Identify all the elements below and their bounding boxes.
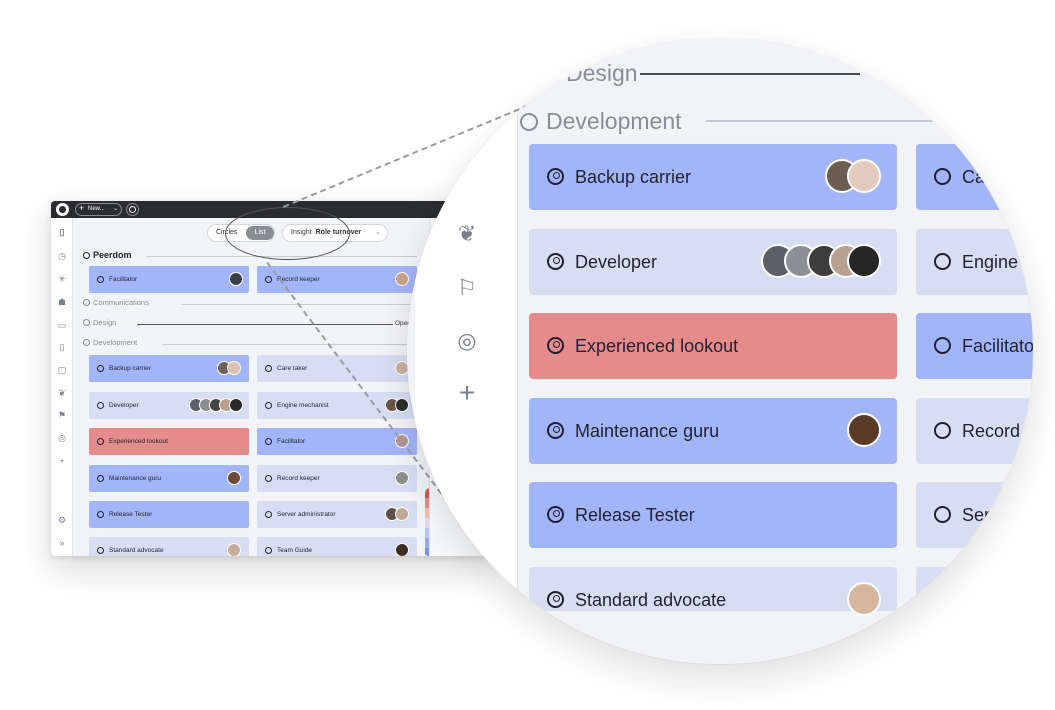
new-button-label: New... xyxy=(88,206,105,212)
app-logo-icon xyxy=(56,203,69,216)
role-card[interactable]: Record keeper xyxy=(257,266,417,293)
role-card[interactable]: Server administrator xyxy=(257,501,417,528)
plus-icon[interactable]: + xyxy=(59,456,65,466)
plus-icon: + xyxy=(79,203,85,213)
design-status[interactable]: Open xyxy=(395,320,411,327)
expand-icon[interactable]: » xyxy=(59,538,65,548)
magnified-section-development[interactable]: Development xyxy=(520,108,682,135)
chat-icon[interactable]: ▢ xyxy=(57,365,67,375)
new-button[interactable]: + New... ⌄ xyxy=(75,203,122,216)
magnifier: ❦ ⚐ ◎ + Design Development Backup carrie… xyxy=(407,38,1033,664)
magnified-role-card[interactable]: Release Tester xyxy=(529,482,897,548)
leaf-icon[interactable]: ❦ xyxy=(457,221,477,246)
role-card[interactable]: Release Tester xyxy=(89,501,249,528)
magnified-role-card[interactable]: Maintenance guru xyxy=(529,398,897,464)
flag-icon[interactable]: ⚐ xyxy=(457,275,477,300)
insight-highlight-ellipse xyxy=(225,207,350,260)
section-communications[interactable]: Communications xyxy=(83,298,149,307)
magnified-role-card[interactable]: Facilitator xyxy=(916,313,1033,379)
section-peerdom[interactable]: Peerdom xyxy=(83,250,132,260)
sparkle-icon[interactable]: ✳ xyxy=(58,274,66,284)
magnified-section-design[interactable]: Design xyxy=(566,60,638,86)
gear-icon[interactable]: ⚙ xyxy=(57,515,67,525)
role-card[interactable]: Facilitator xyxy=(89,266,249,293)
role-card[interactable]: Facilitator xyxy=(257,428,417,455)
role-card[interactable]: Team Guide xyxy=(257,537,417,556)
sidebar: ▯ ◷ ✳ ☗ ▭ ▯ ▢ ❦ ⚑ ◎ + ⚙ » xyxy=(51,218,73,556)
magnified-role-card[interactable]: Ca xyxy=(916,144,1033,210)
plus-icon[interactable]: + xyxy=(458,377,476,408)
magnified-role-card[interactable]: Record k xyxy=(916,398,1033,464)
orbit-icon[interactable]: ◎ xyxy=(457,328,477,353)
magnified-role-card[interactable] xyxy=(916,567,1033,611)
magnified-role-card[interactable]: Experienced lookout xyxy=(529,313,897,379)
role-card[interactable]: Maintenance guru xyxy=(89,465,249,492)
role-card[interactable]: Engine mechanist xyxy=(257,392,417,419)
role-card[interactable]: Backup carrier xyxy=(89,355,249,382)
role-card[interactable]: Care taker xyxy=(257,355,417,382)
magnified-sidebar xyxy=(415,40,518,664)
clock-icon[interactable]: ◷ xyxy=(58,251,66,261)
role-card[interactable]: Record keeper xyxy=(257,465,417,492)
orbit-icon[interactable]: ◎ xyxy=(58,433,66,443)
chevron-down-icon: ⌄ xyxy=(375,229,381,236)
notebook-icon[interactable]: ▯ xyxy=(59,342,65,352)
map-icon[interactable]: ▯ xyxy=(59,227,65,237)
section-design[interactable]: Design xyxy=(83,318,116,327)
flag-icon[interactable]: ⚑ xyxy=(57,410,67,420)
magnified-role-card[interactable]: Standard advocate xyxy=(529,567,897,616)
magnified-role-card[interactable]: Serv xyxy=(916,482,1033,548)
leaf-icon[interactable]: ❦ xyxy=(58,388,66,398)
role-list: Peerdom Facilitator Record keeper Commun… xyxy=(73,248,437,556)
magnified-role-card[interactable]: Engine m xyxy=(916,229,1033,295)
magnified-role-card[interactable]: Developer xyxy=(529,229,897,295)
magnified-role-card[interactable]: Backup carrier xyxy=(529,144,897,210)
users-icon[interactable]: ☗ xyxy=(57,297,67,307)
role-card[interactable]: Standard advocate xyxy=(89,537,249,556)
chevron-down-icon: ⌄ xyxy=(112,206,118,212)
role-card[interactable]: Developer xyxy=(89,392,249,419)
search-button[interactable] xyxy=(126,203,139,216)
role-card[interactable]: Experienced lookout xyxy=(89,428,249,455)
briefcase-icon[interactable]: ▭ xyxy=(57,320,67,330)
section-development[interactable]: Development xyxy=(83,338,137,347)
